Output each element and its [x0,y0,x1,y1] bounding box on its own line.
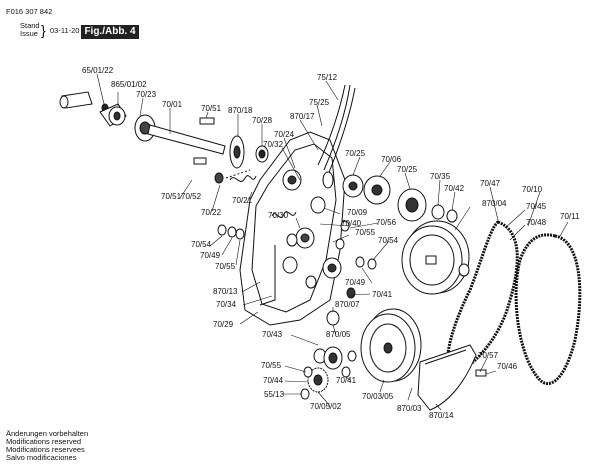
part-label: 70/46 [497,362,518,371]
large-pulley-upper [401,220,470,295]
part-label: 70/03/05 [362,392,394,401]
belt-guard [417,344,487,411]
part-label: 870/14 [429,411,454,420]
part-label: 70/25 [345,149,366,158]
part-label: 70/10 [522,185,543,194]
part-label: 70/24 [274,130,295,139]
part-label: 70/48 [526,218,547,227]
large-pulley-lower [360,308,422,383]
part-label: 70/35 [430,172,451,181]
part-label: 870/17 [290,112,315,121]
part-label: 70/42 [444,184,465,193]
shaft-assembly [59,91,269,184]
part-label: 70/09 [347,208,368,217]
part-label: 70/29 [213,320,234,329]
part-label: 70/41 [336,376,357,385]
part-label: 870/07 [335,300,360,309]
part-label: 70/41 [372,290,393,299]
leader-lines [96,73,569,411]
part-label: 870/03 [397,404,422,413]
part-label: 75/12 [317,73,338,82]
part-label: 70/05/02 [310,402,342,411]
pulley-set-upper [322,171,458,223]
stand-label: Stand [20,21,40,30]
part-label: 70/55 [261,361,282,370]
part-label: 70/28 [252,116,273,125]
part-label: 70/32 [263,140,284,149]
part-label: 70/49 [345,278,366,287]
issue-label: Issue [20,29,38,38]
part-label: 70/51 [201,104,222,113]
issue-date: 03-11-20 [50,26,80,35]
control-cables [317,84,356,176]
brace-icon: } [41,22,46,38]
part-label: 70/51 [161,192,182,201]
part-label: 70/57 [478,351,499,360]
lower-gear-stack [300,275,357,400]
footer-line: Änderungen vorbehalten [6,429,89,438]
part-label: 70/56 [376,218,397,227]
part-label: 70/54 [191,240,212,249]
footer-line: Modifications reserved [6,437,82,446]
part-label: 70/49 [200,251,221,260]
part-label: 70/34 [216,300,237,309]
footer-line: Modifications reservees [6,445,85,454]
part-label: 70/22 [201,208,222,217]
footer-line: Salvo modificaciones [6,453,77,462]
part-label: 70/55 [215,262,236,271]
figure-badge: Fig./Abb. 4 [81,25,139,39]
document-number: F016 307 842 [6,7,53,16]
part-label: 70/55 [355,228,376,237]
part-label: 70/47 [480,179,501,188]
part-label: 55/13 [264,390,285,399]
part-label: 70/06 [381,155,402,164]
part-label: 870/05 [326,330,351,339]
part-label: 70/30 [268,211,289,220]
part-label: 870/04 [482,199,507,208]
part-label: 870/13 [213,287,238,296]
part-label: 70/44 [263,376,284,385]
part-label: 75/25 [309,98,330,107]
part-label: 70/40 [341,219,362,228]
part-label: 70/21 [232,196,253,205]
part-label: 70/54 [378,236,399,245]
part-label: 70/01 [162,100,183,109]
part-label: 870/18 [228,106,253,115]
part-label: 70/43 [262,330,283,339]
gearbox-frame [225,131,346,326]
part-label: 70/23 [136,90,157,99]
left-washers [217,220,377,270]
part-label: 70/52 [181,192,202,201]
part-label: 70/45 [526,202,547,211]
part-label: 70/25 [397,165,418,174]
part-label: 70/11 [560,212,580,221]
part-label: 865/01/02 [111,80,147,89]
part-label: 65/01/22 [82,66,114,75]
